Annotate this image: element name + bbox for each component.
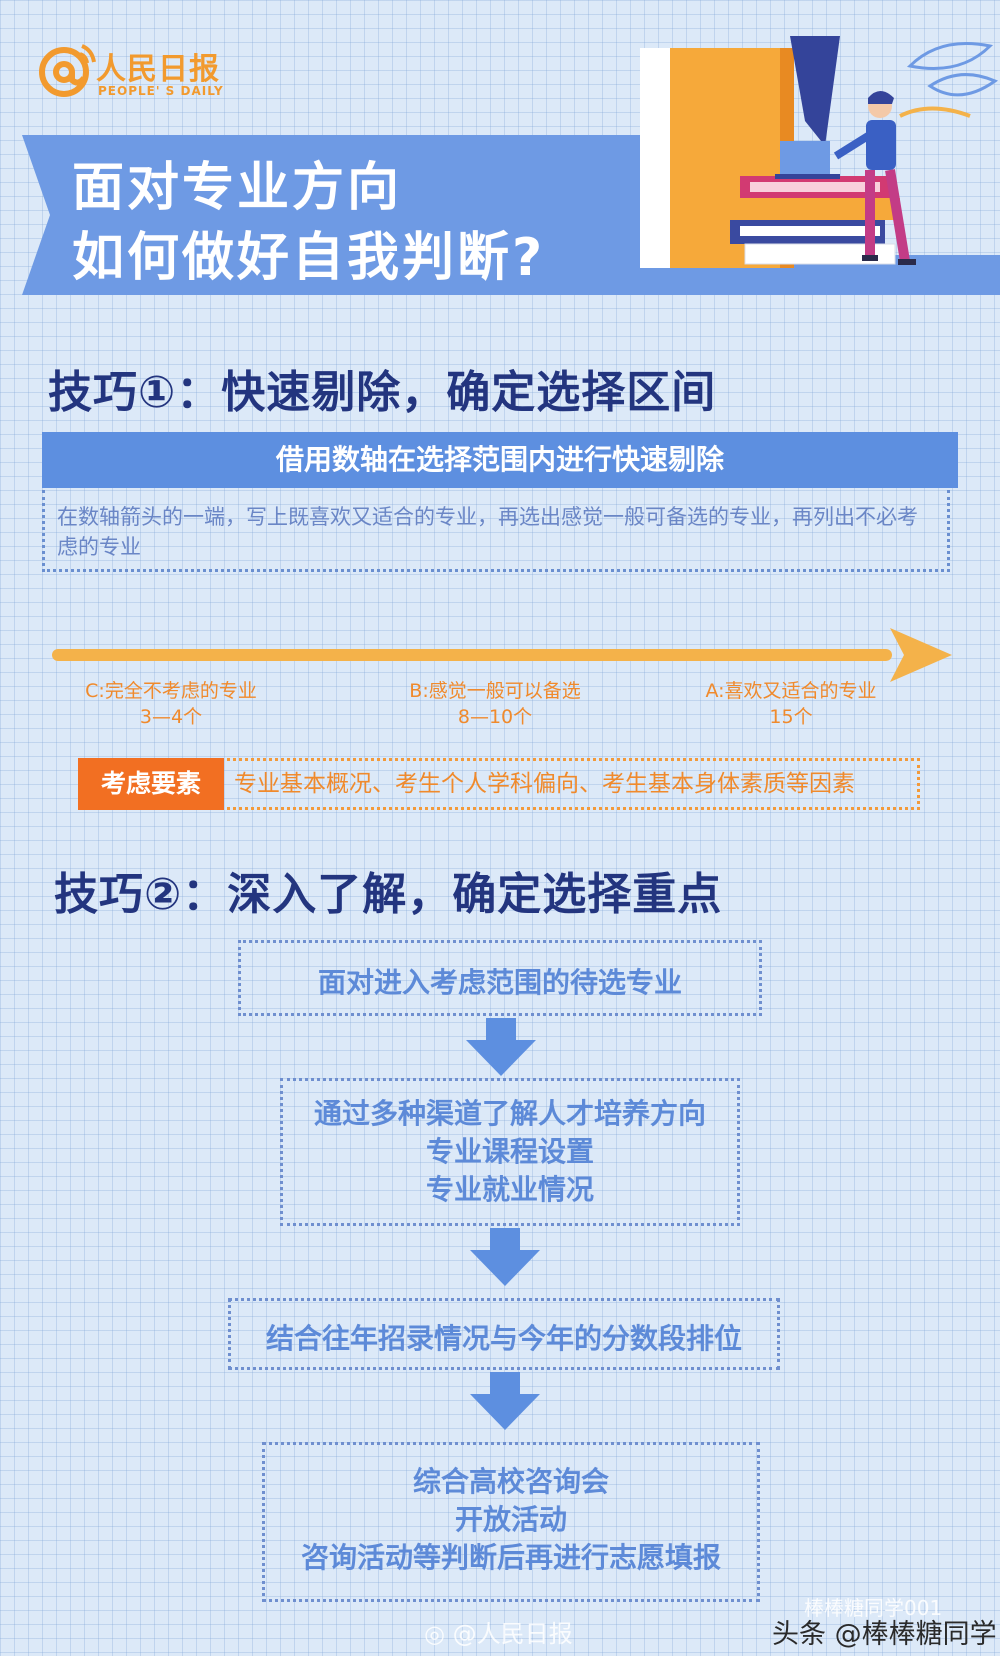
flow-step-2-line-1: 通过多种渠道了解人才培养方向: [313, 1097, 706, 1130]
flow-step-1: 面对进入考虑范围的待选专业: [238, 940, 762, 1016]
weibo-watermark: ◎ @人民日报: [424, 1614, 573, 1649]
title-banner: 面对专业方向 如何做好自我判断?: [22, 135, 1000, 295]
flow-step-4-line-2: 开放活动: [454, 1503, 567, 1536]
category-c-label: C:完全不考虑的专业: [85, 680, 257, 702]
category-a: A:喜欢又适合的专业 15个: [682, 678, 900, 730]
peoples-daily-logo: 人民日报 PEOPLE' S DAILY: [38, 40, 238, 104]
weibo-icon: ◎: [424, 1620, 445, 1648]
section1-bar: 借用数轴在选择范围内进行快速剔除: [42, 432, 958, 488]
category-c-count: 3—4个: [139, 706, 203, 728]
category-a-count: 15个: [769, 706, 813, 728]
title-line-2: 如何做好自我判断?: [72, 228, 546, 288]
category-b-count: 8—10个: [457, 706, 533, 728]
flow-step-3: 结合往年招录情况与今年的分数段排位: [228, 1298, 780, 1370]
section1-description: 在数轴箭头的一端，写上既喜欢又适合的专业，再选出感觉一般可备选的专业，再列出不必…: [42, 490, 950, 572]
flow-step-4: 综合高校咨询会 开放活动 咨询活动等判断后再进行志愿填报: [262, 1442, 760, 1602]
category-b-label: B:感觉一般可以备选: [409, 680, 581, 702]
title-line-1: 面对专业方向: [72, 158, 403, 218]
flow-step-3-line-1: 结合往年招录情况与今年的分数段排位: [265, 1322, 742, 1355]
arrow-down-icon: [466, 1018, 536, 1076]
flow-step-2: 通过多种渠道了解人才培养方向 专业课程设置 专业就业情况: [280, 1078, 740, 1226]
section2-title: 技巧②：深入了解，确定选择重点: [54, 869, 723, 920]
at-sign-icon: [39, 44, 96, 97]
flow-step-4-line-3: 咨询活动等判断后再进行志愿填报: [300, 1541, 721, 1574]
source-watermark: 头条 @棒棒糖同学: [772, 1612, 997, 1651]
books-illustration: [640, 36, 999, 268]
source-text: 头条 @棒棒糖同学: [772, 1619, 997, 1650]
arrow-down-icon: [470, 1228, 540, 1286]
weibo-handle: @人民日报: [452, 1620, 573, 1648]
logo-english-text: PEOPLE' S DAILY: [98, 84, 224, 98]
wechat-handle: 棒棒糖同学001: [804, 1596, 943, 1620]
category-b: B:感觉一般可以备选 8—10个: [386, 678, 604, 730]
wechat-watermark: 棒棒糖同学001: [804, 1592, 942, 1621]
section1-title: 技巧①：快速剔除，确定选择区间: [48, 367, 717, 418]
category-c: C:完全不考虑的专业 3—4个: [62, 678, 280, 730]
arrow-down-icon: [470, 1372, 540, 1430]
category-a-label: A:喜欢又适合的专业: [705, 680, 877, 702]
flow-step-1-line-1: 面对进入考虑范围的待选专业: [317, 966, 682, 999]
flow-step-4-line-1: 综合高校咨询会: [412, 1465, 609, 1498]
logo-chinese-text: 人民日报: [96, 52, 220, 87]
factor-text: 专业基本概况、考生个人学科偏向、考生基本身体素质等因素: [234, 771, 855, 797]
flow-step-2-line-2: 专业课程设置: [425, 1135, 594, 1168]
factor-label: 考虑要素: [78, 758, 224, 810]
flow-step-2-line-3: 专业就业情况: [425, 1173, 594, 1206]
number-axis-arrow: [52, 628, 952, 682]
